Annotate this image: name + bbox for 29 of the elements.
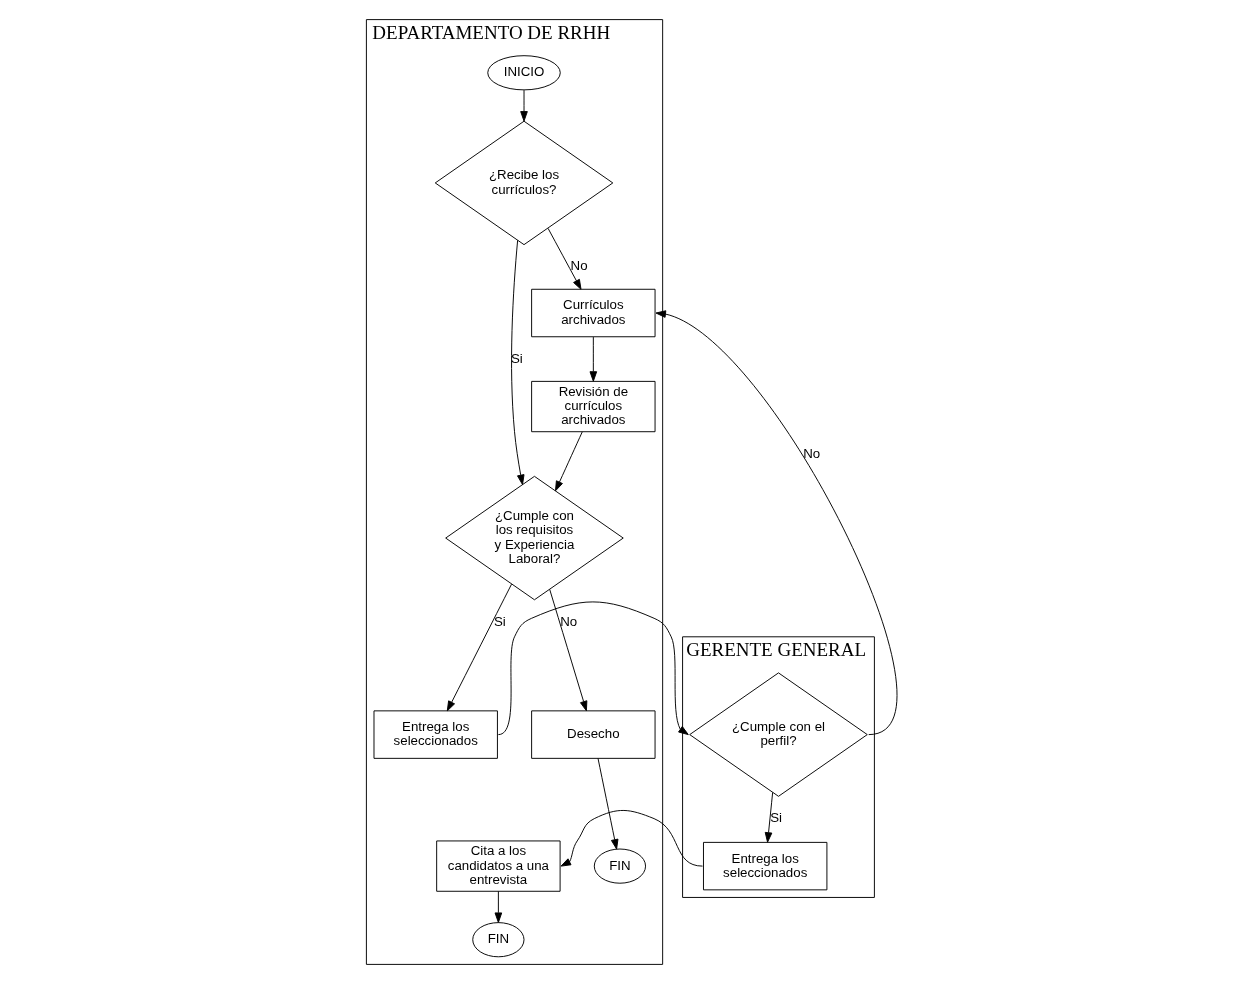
edge-label: No xyxy=(803,445,821,461)
arrow xyxy=(549,588,588,712)
arrow xyxy=(446,583,513,712)
arrow xyxy=(589,336,598,382)
arrow xyxy=(597,757,619,850)
node-ellipse: FIN xyxy=(593,848,647,884)
arrow xyxy=(520,89,528,122)
arrow xyxy=(560,810,703,867)
arrow xyxy=(497,601,689,736)
edge-label: No xyxy=(560,613,578,629)
node-box: Desecho xyxy=(531,710,656,759)
node-ellipse: FIN xyxy=(472,922,525,958)
arrow xyxy=(494,890,503,923)
node-box: Cita a los candidatos a una entrevista xyxy=(436,840,561,892)
arrow xyxy=(555,431,583,492)
node-box: Entrega los seleccionados xyxy=(373,710,498,759)
edge-label: Si xyxy=(493,613,506,629)
arrow xyxy=(764,791,774,843)
arrow xyxy=(547,227,582,290)
edge-label: Si xyxy=(770,810,783,826)
node-diamond: ¿Cumple con el perfil? xyxy=(689,672,868,797)
node-box: Entrega los seleccionados xyxy=(703,841,828,891)
node-ellipse: INICIO xyxy=(487,55,561,91)
node-box: Revisión de currículos archivados xyxy=(531,380,656,433)
node-box: Currículos archivados xyxy=(531,288,656,338)
edge-label: Si xyxy=(510,350,523,366)
arrow xyxy=(511,239,525,486)
node-diamond: ¿Recibe los currículos? xyxy=(434,120,614,246)
edge-label: No xyxy=(570,258,588,274)
